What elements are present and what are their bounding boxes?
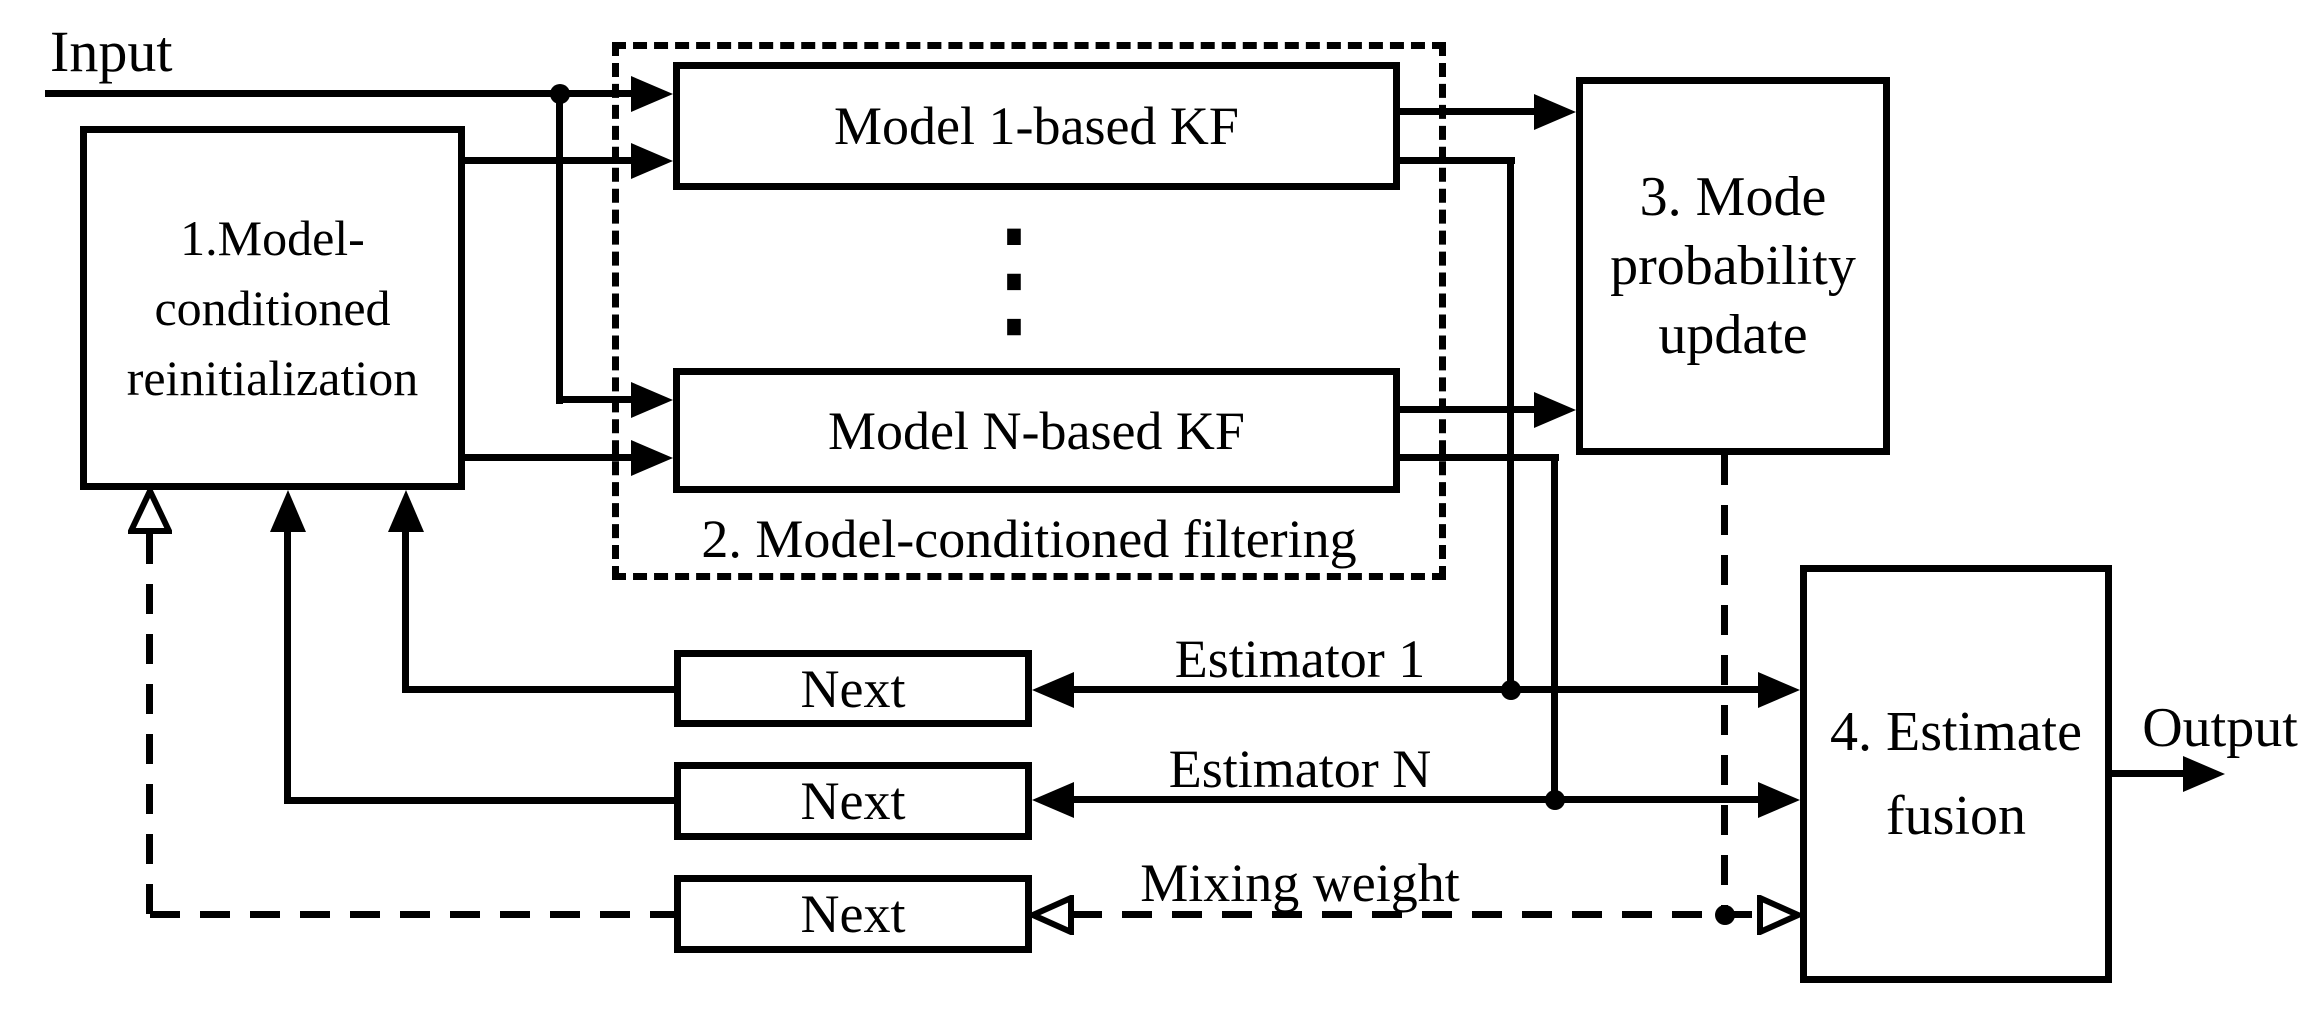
reinit-to-model1-line [465,157,650,164]
estimatorN-label: Estimator N [1168,739,1432,799]
reinit-line3: reinitialization [126,350,419,406]
model1-output-drop-line [1507,157,1514,694]
arrow-input-into-modeln [631,382,673,418]
open-arrow-mixing-into-fusion [1757,893,1806,940]
reinit-line1: 1.Model- [180,210,365,266]
vertical-ellipsis-icon: ⋮ [948,201,1080,355]
model-1-kf-block: Model 1-based KF [673,62,1400,190]
next3-feedback-horizontal-dashed [150,911,674,918]
input-branch-vertical [556,90,563,404]
next-block-3: Next [674,875,1032,953]
modeprob-line1: 3. Mode [1639,165,1827,228]
estimate-fusion-block: 4. Estimate fusion [1800,565,2112,983]
modeprob-line2: probability [1610,234,1856,297]
reinit-to-modeln-line [465,454,650,461]
estimatorN-line [1070,796,1765,803]
model-conditioned-reinitialization-block: 1.Model- conditioned reinitialization [80,126,465,490]
next1-feedback-horizontal [402,686,674,693]
next-1-label: Next [800,658,906,719]
next-block-2: Next [674,762,1032,840]
open-arrow-mixing-into-next3 [1025,893,1074,940]
model1-lower-output-line [1400,157,1515,164]
arrow-modeln-into-modeprob [1534,392,1576,428]
input-line [45,90,645,97]
reinit-line2: conditioned [154,280,391,336]
input-label: Input [50,19,173,84]
mixing-weight-line-dashed [1072,911,1757,918]
arrow-reinit-into-modeln [631,440,673,476]
estimator1-label: Estimator 1 [1174,629,1426,689]
fusion-line2: fusion [1886,785,2026,847]
junction-mixing-weight [1715,905,1735,925]
junction-input-branch [550,84,570,104]
modeln-output-drop-line [1551,454,1558,804]
filtering-group-caption: 2. Model-conditioned filtering [701,509,1357,569]
arrow-next1-into-reinit [388,490,424,532]
open-arrow-mixing-into-reinit [126,484,174,539]
junction-estimator1 [1501,680,1521,700]
model-conditioned-filtering-group [612,42,1446,580]
arrow-output [2183,756,2225,792]
arrow-reinit-into-model1 [631,143,673,179]
modeln-lower-output-line [1400,454,1559,461]
arrow-estimator1-into-fusion [1758,672,1800,708]
model-n-kf-label: Model N-based KF [828,400,1245,461]
modeprob-to-mixing-dashed [1721,455,1728,918]
arrow-estimator1-into-next1 [1032,672,1074,708]
model-n-kf-block: Model N-based KF [673,368,1400,493]
estimator1-line [1070,686,1765,693]
model1-upper-output-line [1400,108,1545,115]
arrow-model1-into-modeprob [1534,94,1576,130]
arrow-estimatorN-into-next2 [1032,782,1074,818]
modeprob-line3: update [1658,303,1808,366]
next-3-label: Next [800,884,906,944]
output-line [2112,770,2190,777]
fusion-line1: 4. Estimate [1830,701,2082,763]
arrow-next2-into-reinit [270,490,306,532]
arrow-estimatorN-into-fusion [1758,782,1800,818]
mixing-weight-label: Mixing weight [1140,853,1460,913]
mode-probability-update-block: 3. Mode probability update [1576,77,1890,455]
arrow-input-into-model1 [631,76,673,112]
output-label: Output [2142,697,2298,759]
modeln-upper-output-line [1400,406,1545,413]
junction-estimatorN [1545,790,1565,810]
next3-feedback-vertical-dashed [146,534,153,918]
next2-feedback-vertical [284,530,291,801]
next-2-label: Next [800,771,906,831]
model-1-kf-label: Model 1-based KF [834,96,1239,156]
next1-feedback-vertical [402,530,409,690]
next-block-1: Next [674,650,1032,727]
input-branch-to-model-n [556,396,650,403]
next2-feedback-horizontal [284,797,674,804]
